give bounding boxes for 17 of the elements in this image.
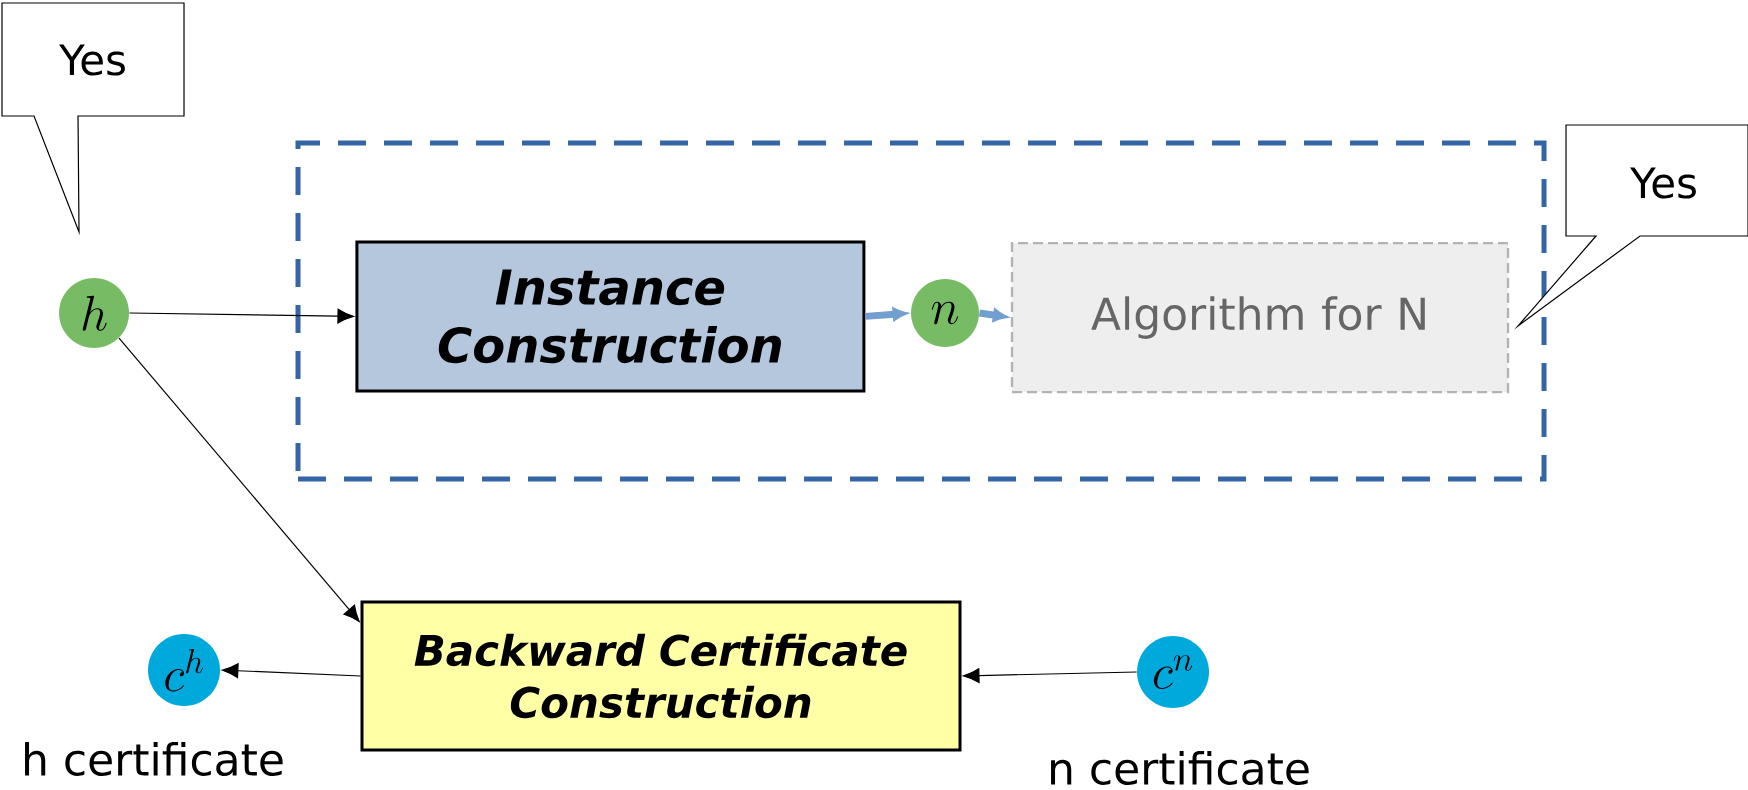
circle-node: $c^{n}$	[1137, 636, 1209, 708]
circle-node: $c^{h}$	[148, 634, 220, 706]
arrow	[128, 308, 354, 324]
speech-bubble: Yes	[1514, 124, 1748, 330]
arrow	[118, 337, 360, 622]
caption-text: h certificate	[25, 741, 283, 776]
dashed-frame	[295, 140, 1547, 482]
speech-bubble: Yes	[1, 2, 185, 236]
process-box: Backward Certificate Construction	[360, 600, 962, 752]
node-label: Yes	[1630, 167, 1696, 199]
arrow	[221, 663, 362, 679]
arrow	[963, 668, 1138, 684]
circle-node: $h$	[59, 278, 129, 348]
caption-text: n certificate	[1051, 750, 1309, 785]
process-box: Algorithm for N	[1010, 241, 1510, 394]
circle-node: $n$	[911, 279, 979, 347]
process-box: Instance Construction	[355, 240, 866, 393]
